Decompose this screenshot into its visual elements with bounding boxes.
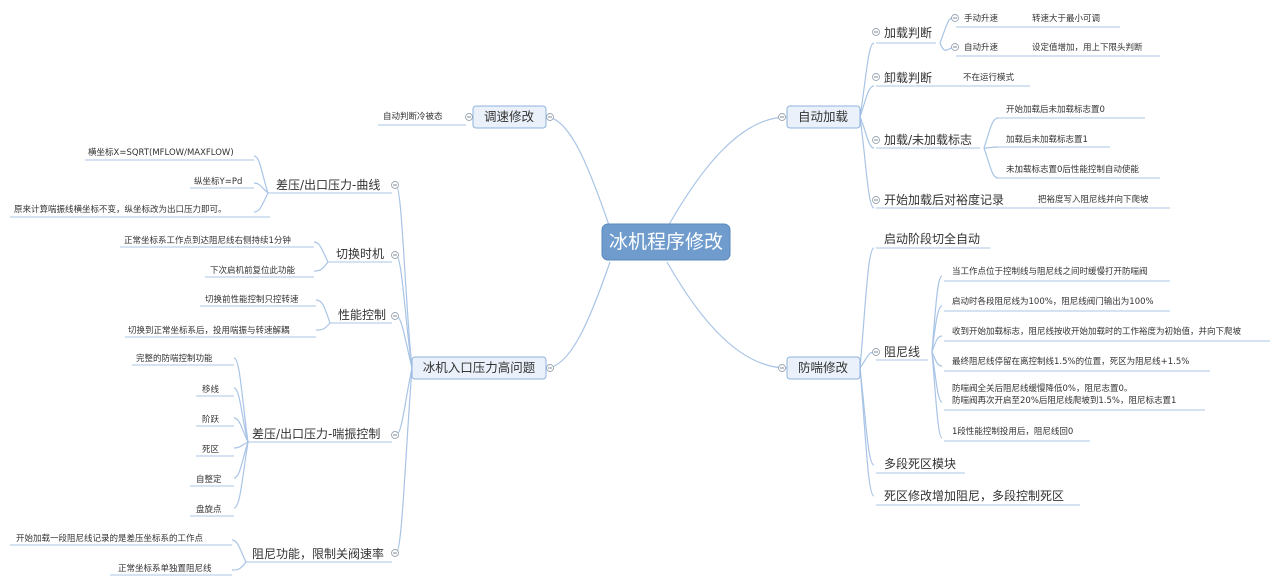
branch-inlet-label: 冰机入口压力高问题 bbox=[423, 360, 536, 375]
leaf-auto-cold-state[interactable]: 自动判断冷被态 bbox=[383, 111, 443, 122]
leaf-load-flag-1[interactable]: 开始加载后未加载标志置0 bbox=[1006, 104, 1105, 115]
leaf-damping-rate-1[interactable]: 开始加载一段阻尼线记录的是差压坐标系的工作点 bbox=[16, 533, 204, 544]
collapse-toggle-icon[interactable] bbox=[778, 113, 786, 121]
leaf-curve-y[interactable]: 纵坐标Y=Pd bbox=[194, 176, 242, 187]
collapse-toggles bbox=[391, 14, 959, 557]
branch-surge-label: 防喘修改 bbox=[798, 360, 849, 375]
node-unload-judge[interactable]: 卸载判断 bbox=[884, 70, 932, 85]
collapse-toggle-icon[interactable] bbox=[391, 251, 399, 259]
leaf-surge-full[interactable]: 完整的防喘控制功能 bbox=[136, 353, 213, 364]
leaf-damping-rate-2[interactable]: 正常坐标系单独置阻尼线 bbox=[118, 563, 212, 574]
leaf-surge-step[interactable]: 阶跃 bbox=[202, 414, 220, 425]
collapse-toggle-icon[interactable] bbox=[872, 136, 880, 144]
leaf-surge-deadband[interactable]: 死区 bbox=[202, 445, 220, 455]
collapse-toggle-icon[interactable] bbox=[872, 348, 880, 356]
leaf-perf-2[interactable]: 切换到正常坐标系后，投用喘振与转速解耦 bbox=[128, 325, 290, 336]
node-surge-control[interactable]: 差压/出口压力-喘振控制 bbox=[252, 427, 380, 441]
collapse-toggle-icon[interactable] bbox=[465, 113, 473, 121]
leaf-damping-6[interactable]: 1段性能控制投用后，阻尼线回0 bbox=[952, 426, 1073, 437]
collapse-toggle-icon[interactable] bbox=[778, 364, 786, 372]
note-manual-speedup[interactable]: 转速大于最小可调 bbox=[1032, 13, 1100, 24]
branch-inlet[interactable]: 冰机入口压力高问题 bbox=[411, 356, 547, 380]
node-performance-control[interactable]: 性能控制 bbox=[338, 308, 386, 322]
node-startup-auto[interactable]: 启动阶段切全自动 bbox=[884, 231, 980, 246]
node-damping-rate[interactable]: 阻尼功能，限制关阀速率 bbox=[252, 546, 384, 561]
note-auto-speedup[interactable]: 设定值增加，用上下限头判断 bbox=[1032, 42, 1143, 53]
collapse-toggle-icon[interactable] bbox=[951, 43, 959, 51]
leaf-load-flag-2[interactable]: 加载后未加载标志置1 bbox=[1006, 134, 1088, 145]
collapse-toggle-icon[interactable] bbox=[391, 181, 399, 189]
branch-speed-label: 调速修改 bbox=[484, 109, 535, 124]
node-multi-deadband[interactable]: 多段死区模块 bbox=[884, 456, 956, 471]
node-damping-line[interactable]: 阻尼线 bbox=[884, 345, 920, 359]
leaf-surge-hover[interactable]: 盘旋点 bbox=[196, 504, 222, 515]
branch-auto-load[interactable]: 自动加载 bbox=[786, 105, 861, 129]
leaf-surge-autotune[interactable]: 自整定 bbox=[196, 474, 222, 485]
node-curve[interactable]: 差压/出口压力-曲线 bbox=[276, 178, 380, 192]
node-deadband-damping[interactable]: 死区修改增加阻尼，多段控制死区 bbox=[884, 488, 1064, 503]
link-root-inlet bbox=[545, 261, 611, 369]
note-margin-record[interactable]: 把裕度写入阻尼线并向下爬坡 bbox=[1038, 194, 1149, 205]
collapse-toggle-icon[interactable] bbox=[546, 113, 554, 121]
node-load-flag[interactable]: 加载/未加载标志 bbox=[884, 133, 972, 147]
leaf-switch-1[interactable]: 正常坐标系工作点到达阻尼线右侧持续1分钟 bbox=[124, 235, 291, 246]
leaf-load-flag-3[interactable]: 未加载标志置0后性能控制自动使能 bbox=[1006, 164, 1139, 175]
root-label: 冰机程序修改 bbox=[609, 231, 723, 253]
branch-speed[interactable]: 调速修改 bbox=[472, 105, 547, 129]
collapse-toggle-icon[interactable] bbox=[872, 73, 880, 81]
node-manual-speedup[interactable]: 手动升速 bbox=[964, 13, 999, 24]
node-margin-record[interactable]: 开始加载后对裕度记录 bbox=[884, 192, 1004, 207]
collapse-toggle-icon[interactable] bbox=[872, 196, 880, 204]
leaf-curve-x[interactable]: 横坐标X=SQRT(MFLOW/MAXFLOW) bbox=[88, 147, 234, 158]
leaf-damping-1[interactable]: 当工作点位于控制线与阻尼线之间时缓慢打开防喘阀 bbox=[952, 266, 1148, 277]
leaf-curve-note[interactable]: 原来计算喘振线横坐标不变，纵坐标改为出口压力即可。 bbox=[14, 204, 227, 215]
collapse-toggle-icon[interactable] bbox=[391, 549, 399, 557]
branch-surge[interactable]: 防喘修改 bbox=[786, 356, 861, 380]
link-root-surge bbox=[666, 261, 788, 369]
leaf-damping-4[interactable]: 最终阻尼线停留在离控制线1.5%的位置，死区为阻尼线+1.5% bbox=[952, 356, 1189, 367]
link-root-speed bbox=[545, 116, 611, 229]
connectors bbox=[10, 17, 1270, 576]
collapse-toggle-icon[interactable] bbox=[391, 431, 399, 439]
branch-auto-load-label: 自动加载 bbox=[798, 109, 849, 124]
leaf-damping-5b[interactable]: 防喘阀再次开启至20%后阻尼线爬坡到1.5%，阻尼标志置1 bbox=[952, 395, 1176, 406]
collapse-toggle-icon[interactable] bbox=[951, 14, 959, 22]
leaf-damping-3[interactable]: 收到开始加载标志，阻尼线按收开始加载时的工作裕度为初始值，并向下爬坡 bbox=[952, 326, 1242, 337]
node-auto-speedup[interactable]: 自动升速 bbox=[964, 42, 999, 53]
leaf-surge-shift[interactable]: 移线 bbox=[202, 384, 220, 395]
node-switch-timing[interactable]: 切换时机 bbox=[336, 247, 384, 261]
leaf-switch-2[interactable]: 下次启机前复位此功能 bbox=[210, 265, 296, 276]
link-root-auto-load bbox=[666, 116, 788, 229]
node-load-judge[interactable]: 加载判断 bbox=[884, 25, 932, 40]
collapse-toggle-icon[interactable] bbox=[546, 364, 554, 372]
collapse-toggle-icon[interactable] bbox=[872, 28, 880, 36]
leaf-perf-1[interactable]: 切换前性能控制只控转速 bbox=[205, 294, 299, 305]
collapse-toggle-icon[interactable] bbox=[391, 312, 399, 320]
note-unload-judge[interactable]: 不在运行模式 bbox=[963, 72, 1015, 83]
leaf-damping-5[interactable]: 防喘阀全关后阻尼线缓慢降低0%，阻尼志置0。 bbox=[952, 383, 1132, 394]
root-node[interactable]: 冰机程序修改 bbox=[601, 223, 731, 261]
leaf-damping-2[interactable]: 启动时各段阻尼线为100%，阻尼线阀门输出为100% bbox=[952, 296, 1154, 307]
